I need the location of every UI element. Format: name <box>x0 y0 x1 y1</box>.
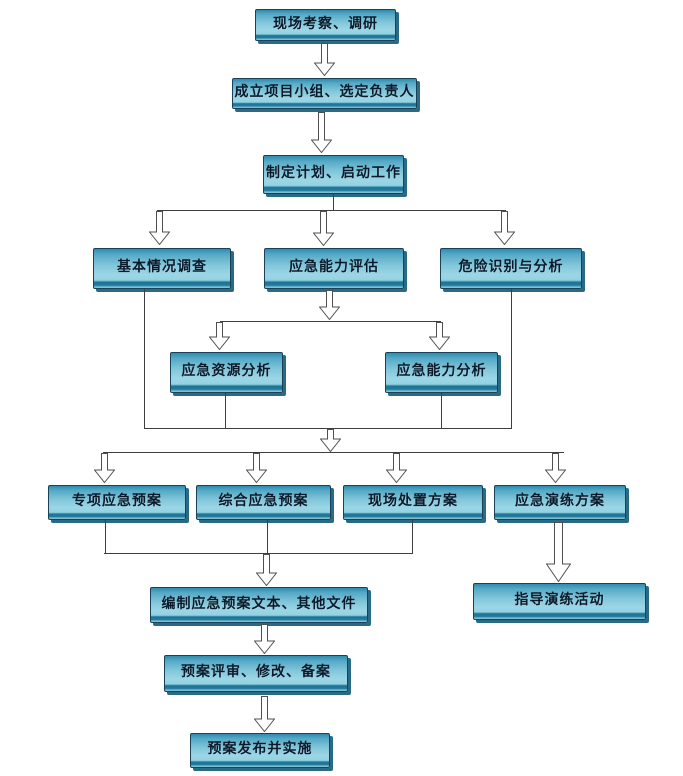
node-compile-documents: 编制应急预案文本、其他文件 <box>150 587 368 623</box>
connector-line <box>267 520 268 554</box>
flow-arrow-down-icon <box>311 112 332 153</box>
flow-arrow-down-icon <box>94 453 115 483</box>
node-drill-plan: 应急演练方案 <box>494 485 626 520</box>
flow-arrow-down-icon <box>256 554 277 586</box>
connector-line <box>105 520 106 554</box>
connector-line <box>104 553 413 554</box>
flow-arrow-down-icon <box>149 211 170 245</box>
node-basic-survey: 基本情况调查 <box>93 248 231 289</box>
flow-arrow-down-icon <box>254 624 275 654</box>
connector-line <box>333 194 334 211</box>
flow-arrow-down-icon <box>209 322 230 350</box>
connector-line <box>103 452 564 453</box>
node-publish-implement: 预案发布并实施 <box>190 733 330 768</box>
node-special-plan: 专项应急预案 <box>48 485 186 520</box>
flow-arrow-down-icon <box>546 522 571 582</box>
flow-arrow-down-icon <box>313 211 334 246</box>
connector-line <box>144 289 145 429</box>
flow-arrow-down-icon <box>254 696 275 732</box>
flow-arrow-down-icon <box>545 453 566 483</box>
flow-arrow-down-icon <box>319 290 340 320</box>
connector-line <box>220 321 441 322</box>
node-form-team: 成立项目小组、选定负责人 <box>232 78 417 109</box>
connector-line <box>441 393 442 429</box>
connector-line <box>225 393 226 429</box>
flow-arrow-down-icon <box>246 453 267 483</box>
connector-line <box>511 289 512 429</box>
flow-arrow-down-icon <box>494 211 515 245</box>
node-make-plan: 制定计划、启动工作 <box>263 155 404 194</box>
connector-line <box>144 428 512 429</box>
flow-arrow-down-icon <box>314 43 335 76</box>
node-review-revise: 预案评审、修改、备案 <box>164 655 348 692</box>
node-resource-analysis: 应急资源分析 <box>170 352 283 393</box>
flow-arrow-down-icon <box>320 429 341 452</box>
node-site-survey: 现场考察、调研 <box>255 9 396 41</box>
node-hazard-identification: 危险识别与分析 <box>440 248 582 289</box>
connector-line <box>412 520 413 554</box>
node-comprehensive-plan: 综合应急预案 <box>196 485 331 520</box>
flow-arrow-down-icon <box>386 453 407 483</box>
connector-line <box>157 210 506 211</box>
node-onsite-plan: 现场处置方案 <box>343 485 483 520</box>
node-capability-analysis: 应急能力分析 <box>385 352 498 393</box>
node-capability-assessment: 应急能力评估 <box>264 248 404 289</box>
flow-arrow-down-icon <box>429 322 450 350</box>
node-guide-drills: 指导演练活动 <box>473 583 646 620</box>
